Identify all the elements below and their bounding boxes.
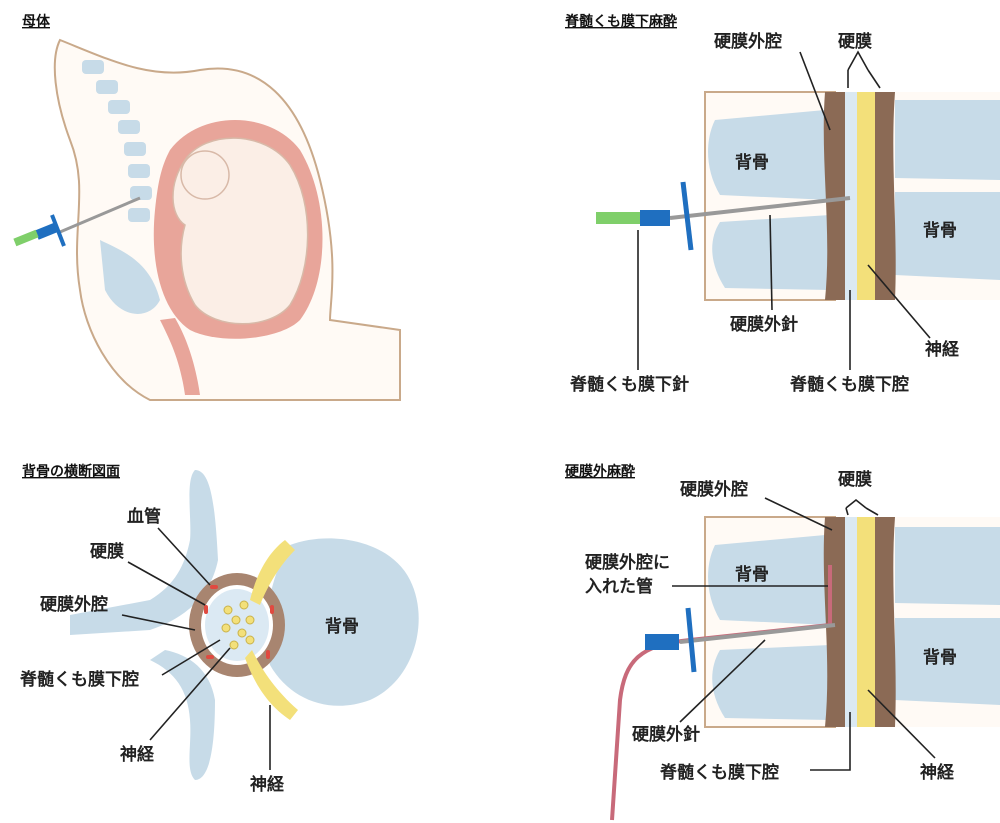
- epidural-vertebra-left-upper: [708, 535, 830, 625]
- spinal-epidural-right: [875, 92, 896, 300]
- epidural-subarachnoid: [845, 517, 857, 727]
- panel-mother: 母体: [13, 13, 400, 400]
- panel-cross-section-title: 背骨の横断図面: [22, 463, 120, 480]
- label-nerve-left: 神経: [120, 744, 155, 765]
- label-vertebra-left: 背骨: [735, 564, 769, 585]
- label-catheter-line2: 入れた管: [585, 576, 653, 597]
- panel-epidural-title: 硬膜外麻酔: [565, 463, 635, 480]
- label-blood-vessel: 血管: [127, 506, 161, 527]
- label-vertebra-left: 背骨: [735, 152, 769, 173]
- panel-mother-title: 母体: [22, 13, 51, 30]
- label-spinal-needle: 脊髄くも膜下針: [569, 374, 689, 395]
- label-catheter-line1: 硬膜外腔に: [585, 552, 670, 573]
- panel-cross-section: 背骨の横断図面 血管 硬膜 硬膜外腔 脊髄くも膜下腔 神経 神経: [19, 463, 419, 795]
- label-epidural-needle: 硬膜外針: [730, 314, 798, 335]
- label-subarachnoid-space: 脊髄くも膜下腔: [659, 762, 779, 783]
- label-epidural-space: 硬膜外腔: [680, 479, 748, 500]
- label-epidural-space: 硬膜外腔: [40, 594, 108, 615]
- label-vertebra: 背骨: [325, 616, 359, 637]
- label-nerve: 神経: [925, 339, 960, 360]
- epidural-vertebra-left-lower: [712, 645, 830, 720]
- epidural-vertebra-right-upper: [895, 527, 1000, 605]
- label-dura: 硬膜: [90, 541, 124, 562]
- epidural-space-right: [875, 517, 896, 727]
- label-vertebra-right: 背骨: [923, 647, 957, 668]
- label-dura: 硬膜: [838, 31, 872, 52]
- panel-epidural: 硬膜外麻酔 硬膜外腔 硬膜 硬膜外腔に 入れた管 背骨 背骨 硬膜外針 脊髄くも…: [565, 463, 1000, 820]
- spinal-nerves: [857, 92, 875, 300]
- spinal-subarachnoid: [845, 92, 857, 300]
- label-subarachnoid-space: 脊髄くも膜下腔: [789, 374, 909, 395]
- label-epidural-needle: 硬膜外針: [632, 724, 700, 745]
- fetus-head: [181, 151, 229, 199]
- label-dura: 硬膜: [838, 469, 872, 490]
- label-nerve: 神経: [920, 762, 955, 783]
- panel-spinal: 脊髄くも膜下麻酔 硬膜外腔 硬膜 背骨 背骨 硬膜外針 神経 脊髄くも膜下針 脊…: [564, 13, 1000, 395]
- label-epidural-space: 硬膜外腔: [714, 31, 782, 52]
- panel-spinal-title: 脊髄くも膜下麻酔: [564, 13, 677, 30]
- label-vertebra-right: 背骨: [923, 220, 957, 241]
- label-nerve-right: 神経: [250, 774, 285, 795]
- label-subarachnoid-space: 脊髄くも膜下腔: [19, 669, 139, 690]
- spinal-vertebra-left-upper: [708, 110, 830, 200]
- spinal-vertebra-right-upper: [895, 100, 1000, 180]
